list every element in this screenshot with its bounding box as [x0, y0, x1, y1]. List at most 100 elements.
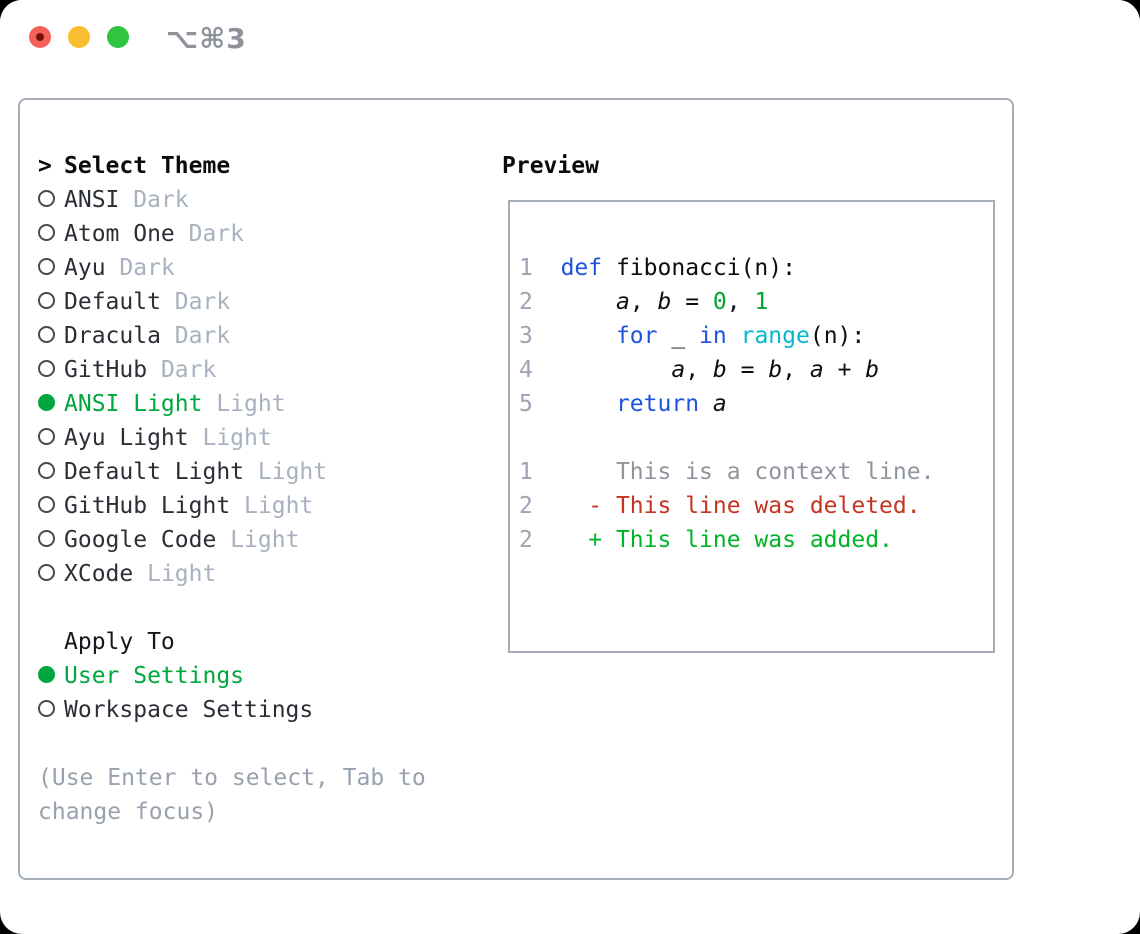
radio-marker: [38, 353, 64, 387]
close-button[interactable]: [29, 26, 51, 48]
option-label: Default: [64, 289, 161, 315]
list-gap: [38, 591, 426, 625]
line-number: 1: [519, 459, 533, 485]
code-token: [561, 493, 589, 519]
theme-option-ansi-light[interactable]: ANSI Light Light: [38, 387, 426, 421]
code-line: 5 return a: [519, 387, 993, 421]
code-token: - This line was deleted.: [588, 493, 921, 519]
theme-option-ayu[interactable]: Ayu Dark: [38, 251, 426, 285]
theme-option-ayu-light[interactable]: Ayu Light Light: [38, 421, 426, 455]
theme-option-default-light[interactable]: Default Light Light: [38, 455, 426, 489]
theme-variant: Dark: [160, 357, 217, 383]
code-line: 2 + This line was added.: [519, 523, 993, 557]
code-token: +: [823, 357, 866, 383]
option-label: Google Code: [64, 527, 217, 553]
window-title: ⌥⌘3: [166, 22, 247, 55]
line-number: 2: [519, 493, 533, 519]
hint-line: change focus): [38, 799, 219, 825]
radio-selected-icon: [38, 666, 55, 683]
option-label: Workspace Settings: [64, 697, 314, 723]
code-token: [561, 527, 589, 553]
code-token: a: [615, 289, 630, 315]
code-line: 2 a, b = 0, 1: [519, 285, 993, 319]
code-token: a: [809, 357, 824, 383]
radio-marker: [38, 251, 64, 285]
code-token: [699, 391, 713, 417]
theme-option-github-light[interactable]: GitHub Light Light: [38, 489, 426, 523]
option-label: Dracula: [64, 323, 161, 349]
theme-option-default[interactable]: Default Dark: [38, 285, 426, 319]
option-label: ANSI: [64, 187, 120, 213]
hint-gap: [38, 727, 426, 761]
radio-marker: [38, 455, 64, 489]
code-token: in: [699, 323, 727, 349]
radio-circle-icon: [38, 292, 55, 309]
code-line: 1 def fibonacci(n):: [519, 251, 993, 285]
apply-to-heading: Apply To: [38, 625, 426, 659]
line-number: 1: [519, 255, 533, 281]
theme-option-github[interactable]: GitHub Dark: [38, 353, 426, 387]
theme-option-google-code[interactable]: Google Code Light: [38, 523, 426, 557]
hint-line: (Use Enter to select, Tab to: [38, 765, 426, 791]
radio-circle-icon: [38, 428, 55, 445]
option-label: Atom One: [64, 221, 175, 247]
radio-marker: [38, 319, 64, 353]
option-label: ANSI Light: [64, 391, 203, 417]
option-label: XCode: [64, 561, 134, 587]
radio-marker: [38, 693, 64, 727]
select-theme-heading: >Select Theme: [38, 149, 426, 183]
code-token: =: [671, 289, 713, 315]
theme-option-atom-one[interactable]: Atom One Dark: [38, 217, 426, 251]
option-label: Ayu: [64, 255, 106, 281]
radio-circle-icon: [38, 564, 55, 581]
theme-variant: Dark: [174, 289, 231, 315]
apply-option-workspace-settings[interactable]: Workspace Settings: [38, 693, 426, 727]
radio-marker: [38, 183, 64, 217]
code-line: 4 a, b = b, a + b: [519, 353, 993, 387]
code-token: [561, 391, 616, 417]
radio-circle-icon: [38, 462, 55, 479]
code-line: 2 - This line was deleted.: [519, 489, 993, 523]
theme-variant: Dark: [188, 221, 245, 247]
zoom-button[interactable]: [107, 26, 129, 48]
minimize-button[interactable]: [68, 26, 90, 48]
code-line: 1 This is a context line.: [519, 455, 993, 489]
code-token: _: [657, 323, 700, 349]
theme-variant: Dark: [133, 187, 189, 213]
code-token: 1: [754, 289, 769, 315]
code-token: b: [712, 357, 727, 383]
code-token: [561, 357, 672, 383]
line-number: 3: [519, 323, 533, 349]
code-token: ,: [726, 289, 755, 315]
radio-circle-icon: [38, 190, 55, 207]
radio-marker: [38, 557, 64, 591]
option-label: Ayu Light: [64, 425, 189, 451]
theme-option-ansi[interactable]: ANSI Dark: [38, 183, 426, 217]
radio-marker: [38, 421, 64, 455]
radio-marker: [38, 387, 64, 421]
code-token: b: [865, 357, 880, 383]
theme-option-dracula[interactable]: Dracula Dark: [38, 319, 426, 353]
code-token: [727, 323, 741, 349]
radio-circle-icon: [38, 326, 55, 343]
radio-circle-icon: [38, 496, 55, 513]
apply-option-user-settings[interactable]: User Settings: [38, 659, 426, 693]
option-label: GitHub: [64, 357, 148, 383]
theme-option-xcode[interactable]: XCode Light: [38, 557, 426, 591]
theme-variant: Light: [147, 561, 217, 587]
option-label: Default Light: [64, 459, 245, 485]
code-token: b: [657, 289, 672, 315]
focus-caret-icon: >: [38, 153, 52, 179]
radio-marker: [38, 523, 64, 557]
code-token: range: [740, 323, 810, 349]
radio-circle-icon: [38, 700, 55, 717]
preview-heading: Preview: [502, 153, 599, 179]
code-token: b: [768, 357, 783, 383]
radio-marker: [38, 489, 64, 523]
